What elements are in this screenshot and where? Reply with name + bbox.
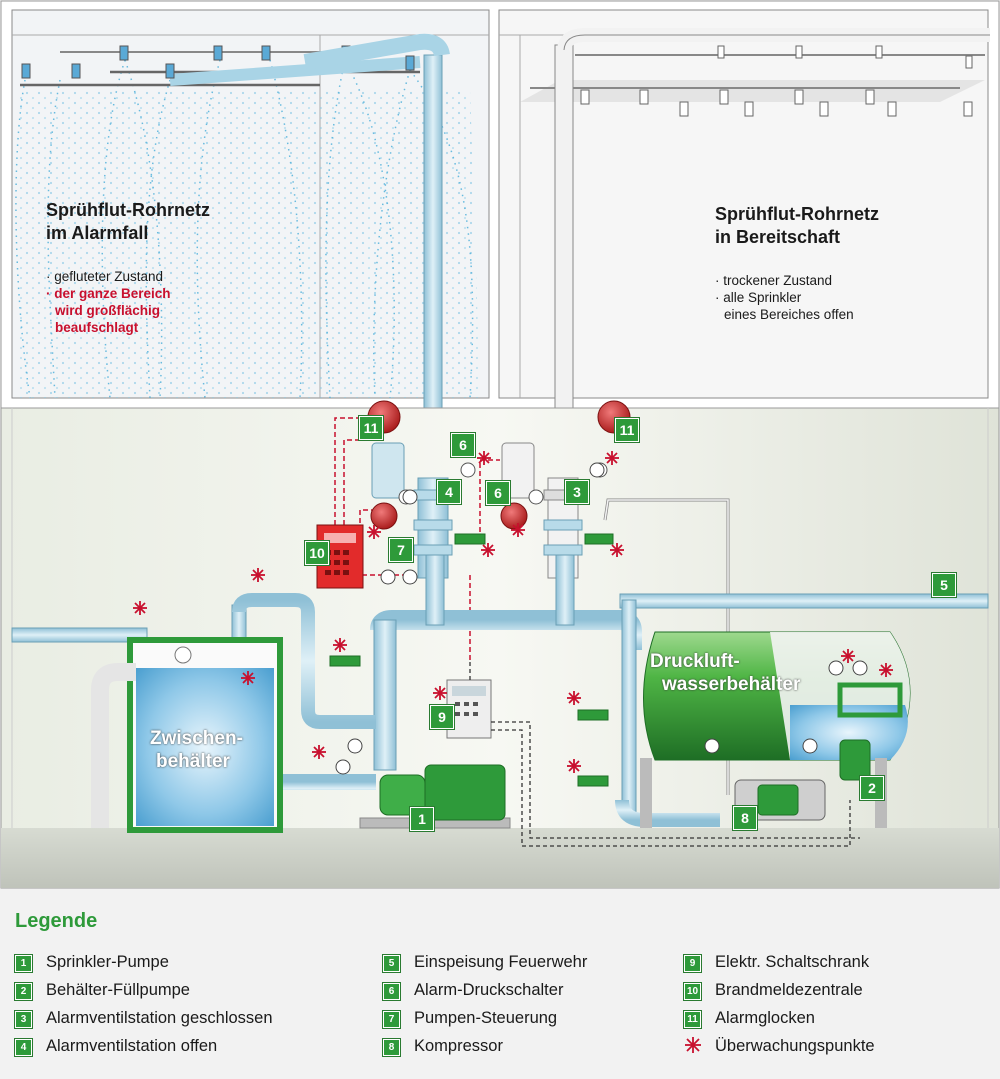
intermediate-tank-label: Zwischen- behälter xyxy=(150,727,243,773)
standby-sprinkler-pipes xyxy=(520,45,985,117)
legend-text: Überwachungspunkte xyxy=(715,1037,875,1055)
legend-badge: 2 xyxy=(15,983,32,1000)
badge-alarm-bell-right: 11 xyxy=(615,418,639,442)
legend-badge: 7 xyxy=(383,1011,400,1028)
badge-alarm-bell-left: 11 xyxy=(359,416,383,440)
control-cabinet xyxy=(446,679,492,739)
pressure-tank-label-line2: wasserbehälter xyxy=(662,674,801,695)
alarm-bullet-2-line1: · der ganze Bereich xyxy=(46,286,171,301)
badge-pressure-switch-right: 6 xyxy=(486,481,510,505)
standby-room-title: Sprühflut-Rohrnetz in Bereitschaft xyxy=(715,203,879,249)
badge-compressor: 8 xyxy=(733,806,757,830)
monitoring-star-icon xyxy=(685,1037,701,1053)
alarm-room-bullets: · gefluteter Zustand · der ganze Bereich… xyxy=(46,268,171,336)
alarm-bullet-1: · gefluteter Zustand xyxy=(46,269,164,284)
badge-sprinkler-pump: 1 xyxy=(410,807,434,831)
legend-title: Legende xyxy=(15,910,98,932)
legend-text: Elektr. Schaltschrank xyxy=(715,953,870,971)
standby-room-bullets: · trockener Zustand · alle Sprinkler ein… xyxy=(715,272,854,323)
alarm-room-title: Sprühflut-Rohrnetz im Alarmfall xyxy=(46,199,210,245)
legend-text: Brandmeldezentrale xyxy=(715,981,863,999)
intermediate-tank-label-line1: Zwischen- xyxy=(150,728,243,749)
legend-badge: 9 xyxy=(684,955,701,972)
intermediate-tank-label-line2: behälter xyxy=(156,751,230,772)
badge-valve-open: 4 xyxy=(437,480,461,504)
standby-room-title-line2: in Bereitschaft xyxy=(715,227,841,247)
legend-text: Pumpen-Steuerung xyxy=(414,1009,558,1027)
legend-badge: 3 xyxy=(15,1011,32,1028)
sprinkler-pump xyxy=(359,764,511,829)
standby-room-title-line1: Sprühflut-Rohrnetz xyxy=(715,204,879,224)
legend-badge: 1 xyxy=(15,955,32,972)
legend-badge: 10 xyxy=(684,983,701,1000)
alarm-bullet-2-line3: beaufschlagt xyxy=(55,320,139,335)
alarm-room-title-line1: Sprühflut-Rohrnetz xyxy=(46,200,210,220)
equipment-floor xyxy=(1,828,999,888)
badge-valve-closed: 3 xyxy=(565,480,589,504)
alarm-riser-top xyxy=(303,33,450,70)
pressure-tank xyxy=(640,631,911,828)
pressure-gauges xyxy=(335,462,868,775)
pressure-tank-label-line1: Druckluft- xyxy=(650,651,740,672)
legend-badge: 5 xyxy=(383,955,400,972)
badge-fire-alarm-panel: 10 xyxy=(305,541,329,565)
badge-fill-pump: 2 xyxy=(860,776,884,800)
legend-text: Alarmventilstation offen xyxy=(46,1037,218,1055)
legend-text: Kompressor xyxy=(414,1037,503,1055)
badge-pump-control: 7 xyxy=(389,538,413,562)
legend-text: Sprinkler-Pumpe xyxy=(46,953,169,971)
compressor xyxy=(734,779,826,821)
control-wires xyxy=(469,660,860,847)
legend-badge: 11 xyxy=(684,1011,701,1028)
monitoring-points xyxy=(133,451,893,773)
alarm-bullet-2-line2: wird großflächig xyxy=(55,303,161,318)
room-standby xyxy=(498,9,989,399)
fill-pump xyxy=(839,739,871,781)
badge-pressure-switch-left: 6 xyxy=(451,433,475,457)
badge-fire-dept-inlet: 5 xyxy=(932,573,956,597)
pressure-tank-label: Druckluft- wasserbehälter xyxy=(650,650,800,696)
alarm-room-title-line2: im Alarmfall xyxy=(46,223,149,243)
standby-bullet-2-line1: · alle Sprinkler xyxy=(715,290,802,305)
standby-bullet-1: · trockener Zustand xyxy=(715,273,833,288)
legend-text: Alarmglocken xyxy=(715,1009,815,1027)
legend-text: Behälter-Füllpumpe xyxy=(46,981,190,999)
legend-text: Alarm-Druckschalter xyxy=(414,981,564,999)
legend-badge: 6 xyxy=(383,983,400,1000)
legend: Legende 1 Sprinkler-Pumpe 2 Behälter-Fül… xyxy=(0,890,1000,1079)
legend-text: Einspeisung Feuerwehr xyxy=(414,953,588,971)
legend-text: Alarmventilstation geschlossen xyxy=(46,1009,273,1027)
legend-badge: 8 xyxy=(383,1039,400,1056)
intermediate-tank xyxy=(91,637,283,833)
legend-badge: 4 xyxy=(15,1039,32,1056)
badge-control-cabinet: 9 xyxy=(430,705,454,729)
standby-bullet-2-line2: eines Bereiches offen xyxy=(724,307,854,322)
